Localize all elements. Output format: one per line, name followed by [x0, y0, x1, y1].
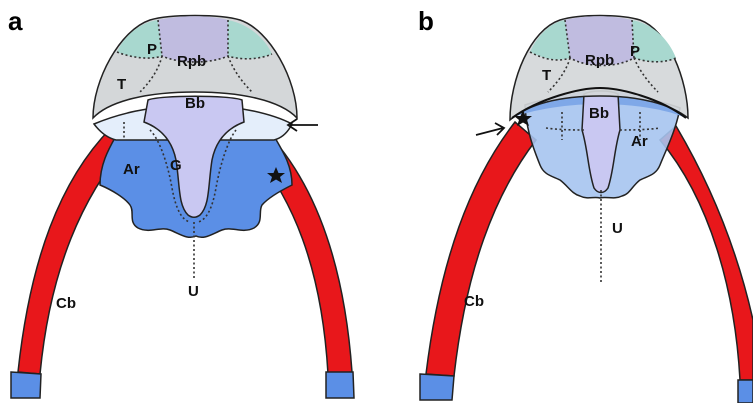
- panel-b-label-p: P: [630, 43, 640, 60]
- panel-b: b: [418, 6, 753, 403]
- panel-b-label: b: [418, 6, 434, 36]
- panel-b-label-rpb: Rpb: [585, 52, 614, 69]
- arrow-icon: [288, 119, 318, 131]
- panel-a-label-g: G: [170, 157, 182, 174]
- panel-b-cb-left-tip: [420, 374, 454, 400]
- panel-a: a P Rpb: [8, 6, 354, 398]
- panel-b-label-t: T: [542, 67, 551, 84]
- panel-a-label-rpb: Rpb: [177, 53, 206, 70]
- panel-b-label-ar: Ar: [631, 133, 648, 150]
- panel-b-label-cb: Cb: [464, 293, 484, 310]
- panel-a-cb-right-tip: [326, 372, 354, 398]
- panel-a-label: a: [8, 6, 23, 36]
- panel-b-label-u: U: [612, 220, 623, 237]
- panel-a-label-u: U: [188, 283, 199, 300]
- arrow-icon: [476, 123, 504, 135]
- panel-a-label-t: T: [117, 76, 126, 93]
- panel-b-cb-right-tip: [738, 380, 753, 403]
- panel-a-label-cb: Cb: [56, 295, 76, 312]
- panel-a-label-ar: Ar: [123, 161, 140, 178]
- panel-b-cb-left: [426, 122, 536, 376]
- panel-b-cb-right: [660, 126, 753, 380]
- panel-a-label-bb: Bb: [185, 95, 205, 112]
- panel-b-label-bb: Bb: [589, 105, 609, 122]
- panel-a-cb-left-tip: [11, 372, 41, 398]
- panel-a-label-p: P: [147, 41, 157, 58]
